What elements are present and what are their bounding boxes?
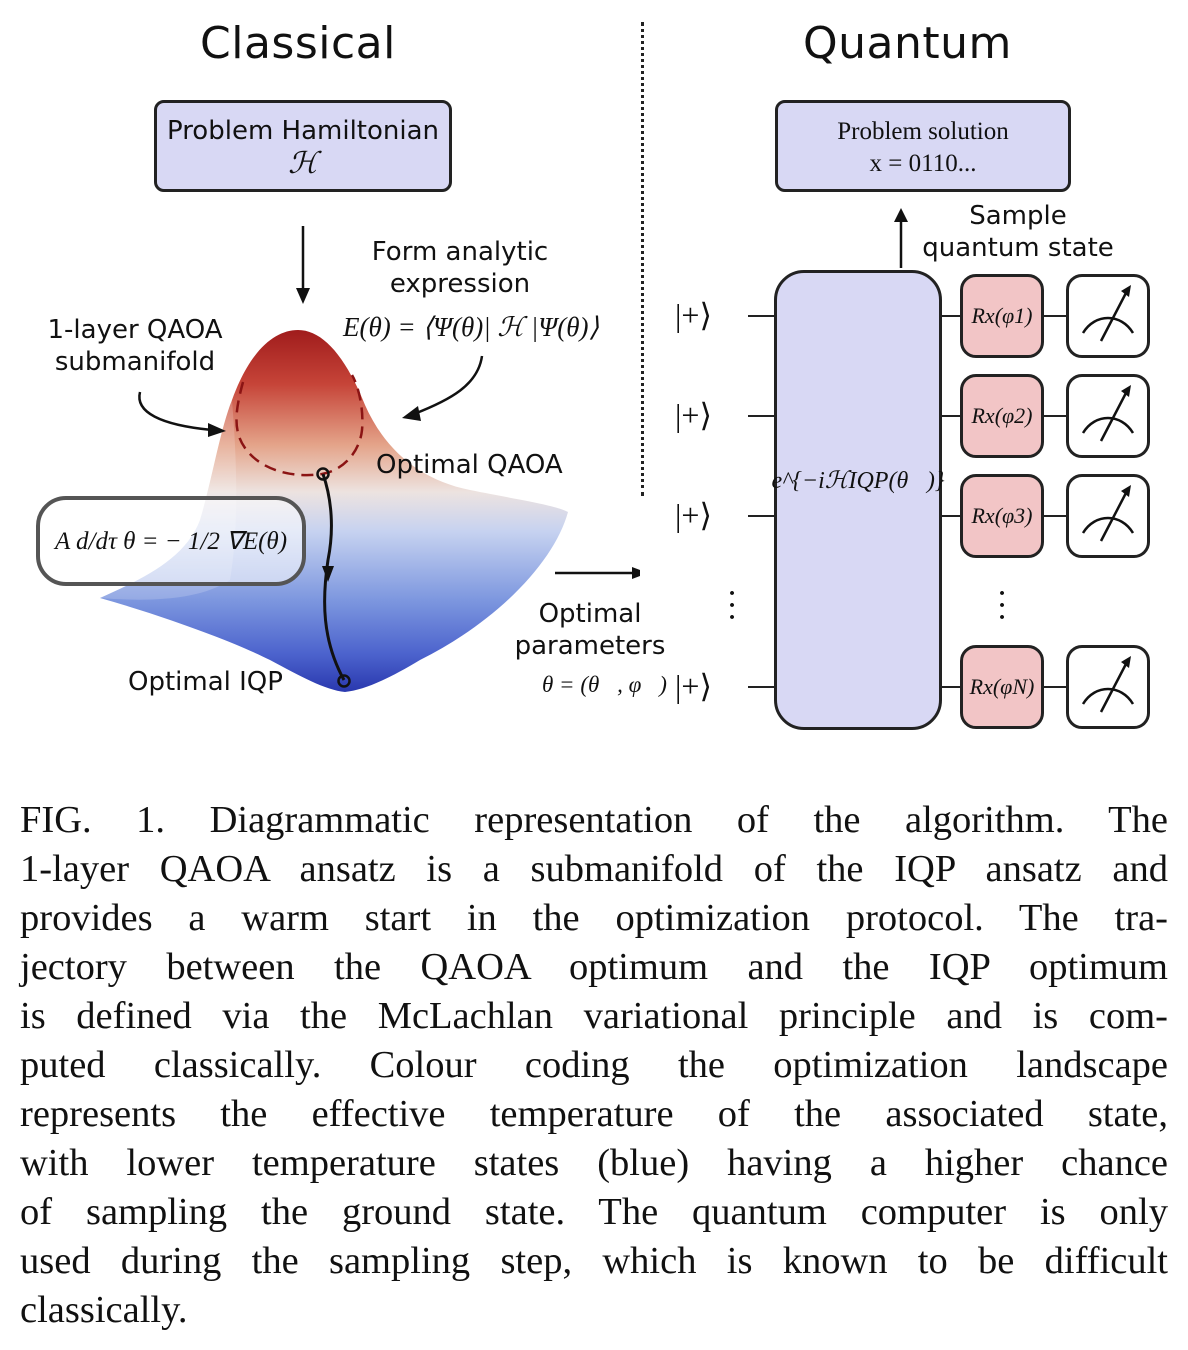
circuit-wires [748,315,1066,688]
sample-line2: quantum state [922,233,1114,263]
rx-gate-2: Rx(φ2) [960,374,1044,458]
form-analytic-label: Form analytic expression [350,236,570,300]
ket-ellipsis: ··· [726,575,738,636]
optimal-iqp-point [337,674,351,688]
figure-caption: FIG. 1. Diagrammatic representation of t… [20,796,1168,1335]
caption-line: of sampling the ground state. The quantu… [20,1191,1168,1233]
sample-up-arrow [894,208,908,268]
measurement-icon [1066,474,1150,558]
caption-line: puted classically. Colour coding the opt… [20,1044,1168,1086]
caption-line: is defined via the McLachlan variational… [20,995,1168,1037]
submanifold-line2: submanifold [54,347,216,377]
mclachlan-equation: A d/dτ θ = − 1/2 ∇E(θ) [54,528,288,555]
optimal-parameters-line1: Optimal [538,599,642,629]
problem-solution-title: Problem solution [837,118,1009,145]
caption-line: FIG. 1. Diagrammatic representation of t… [20,799,1168,841]
form-analytic-line2: expression [389,269,531,299]
optimal-iqp-label: Optimal IQP [128,667,283,697]
optimal-parameters-label: Optimal parameters [505,598,675,662]
ket-3: |+⟩ [675,497,712,533]
caption-line: provides a warm start in the optimizatio… [20,897,1168,939]
submanifold-label: 1-layer QAOA submanifold [30,314,240,378]
form-analytic-line1: Form analytic [371,237,549,267]
energy-expression: E(θ) = ⟨Ψ(θ)| ℋ |Ψ(θ)⟩ [343,312,600,342]
problem-hamiltonian-box: Problem Hamiltonian ℋ [154,100,452,192]
measurement-icon [1066,645,1150,729]
iqp-unitary-label: e^{−iℋIQP(θ⃗)} [771,467,945,494]
measurement-icon [1066,274,1150,358]
energy-arrow [413,355,484,416]
landscape-surface [100,330,568,692]
optimal-qaoa-point [316,467,330,481]
classical-heading: Classical [200,18,396,69]
problem-solution-value: x = 0110... [869,150,977,177]
sample-quantum-state-label: Sample quantum state [918,200,1118,264]
caption-line: represents the effective temperature of … [20,1093,1168,1135]
caption-line: used during the sampling step, which is … [20,1240,1168,1282]
problem-hamiltonian-title: Problem Hamiltonian [166,116,440,146]
optimal-parameters-line2: parameters [514,631,666,661]
ket-n: |+⟩ [675,668,712,704]
rx-gate-1: Rx(φ1) [960,274,1044,358]
quantum-heading: Quantum [803,18,1012,69]
caption-line: with lower temperature states (blue) hav… [20,1142,1168,1184]
measurement-icon [1066,374,1150,458]
iqp-unitary-block: e^{−iℋIQP(θ⃗)} [771,270,945,730]
mclachlan-equation-box: A d/dτ θ = − 1/2 ∇E(θ) [36,496,306,586]
section-divider [641,22,644,496]
submanifold-arrow [138,391,213,432]
rx-gate-n: Rx(φN) [960,645,1044,729]
trajectory-curve [321,473,346,681]
problem-solution-box: Problem solution x = 0110... [775,100,1071,192]
optimal-qaoa-label: Optimal QAOA [376,450,563,480]
gate-ellipsis: ··· [996,575,1008,636]
caption-line: 1-layer QAOA ansatz is a submanifold of … [20,848,1168,890]
caption-line: classically. [20,1289,188,1331]
sample-line1: Sample [969,201,1067,231]
optimal-parameters-expr: θ = (θ⃗, φ⃗) [542,672,667,697]
hamiltonian-symbol: ℋ [288,147,318,180]
qaoa-submanifold-curve [235,374,364,477]
ket-1: |+⟩ [675,297,712,333]
ket-2: |+⟩ [675,397,712,433]
submanifold-line1: 1-layer QAOA [47,315,223,345]
caption-line: jectory between the QAOA optimum and the… [20,946,1168,988]
rx-gate-3: Rx(φ3) [960,474,1044,558]
